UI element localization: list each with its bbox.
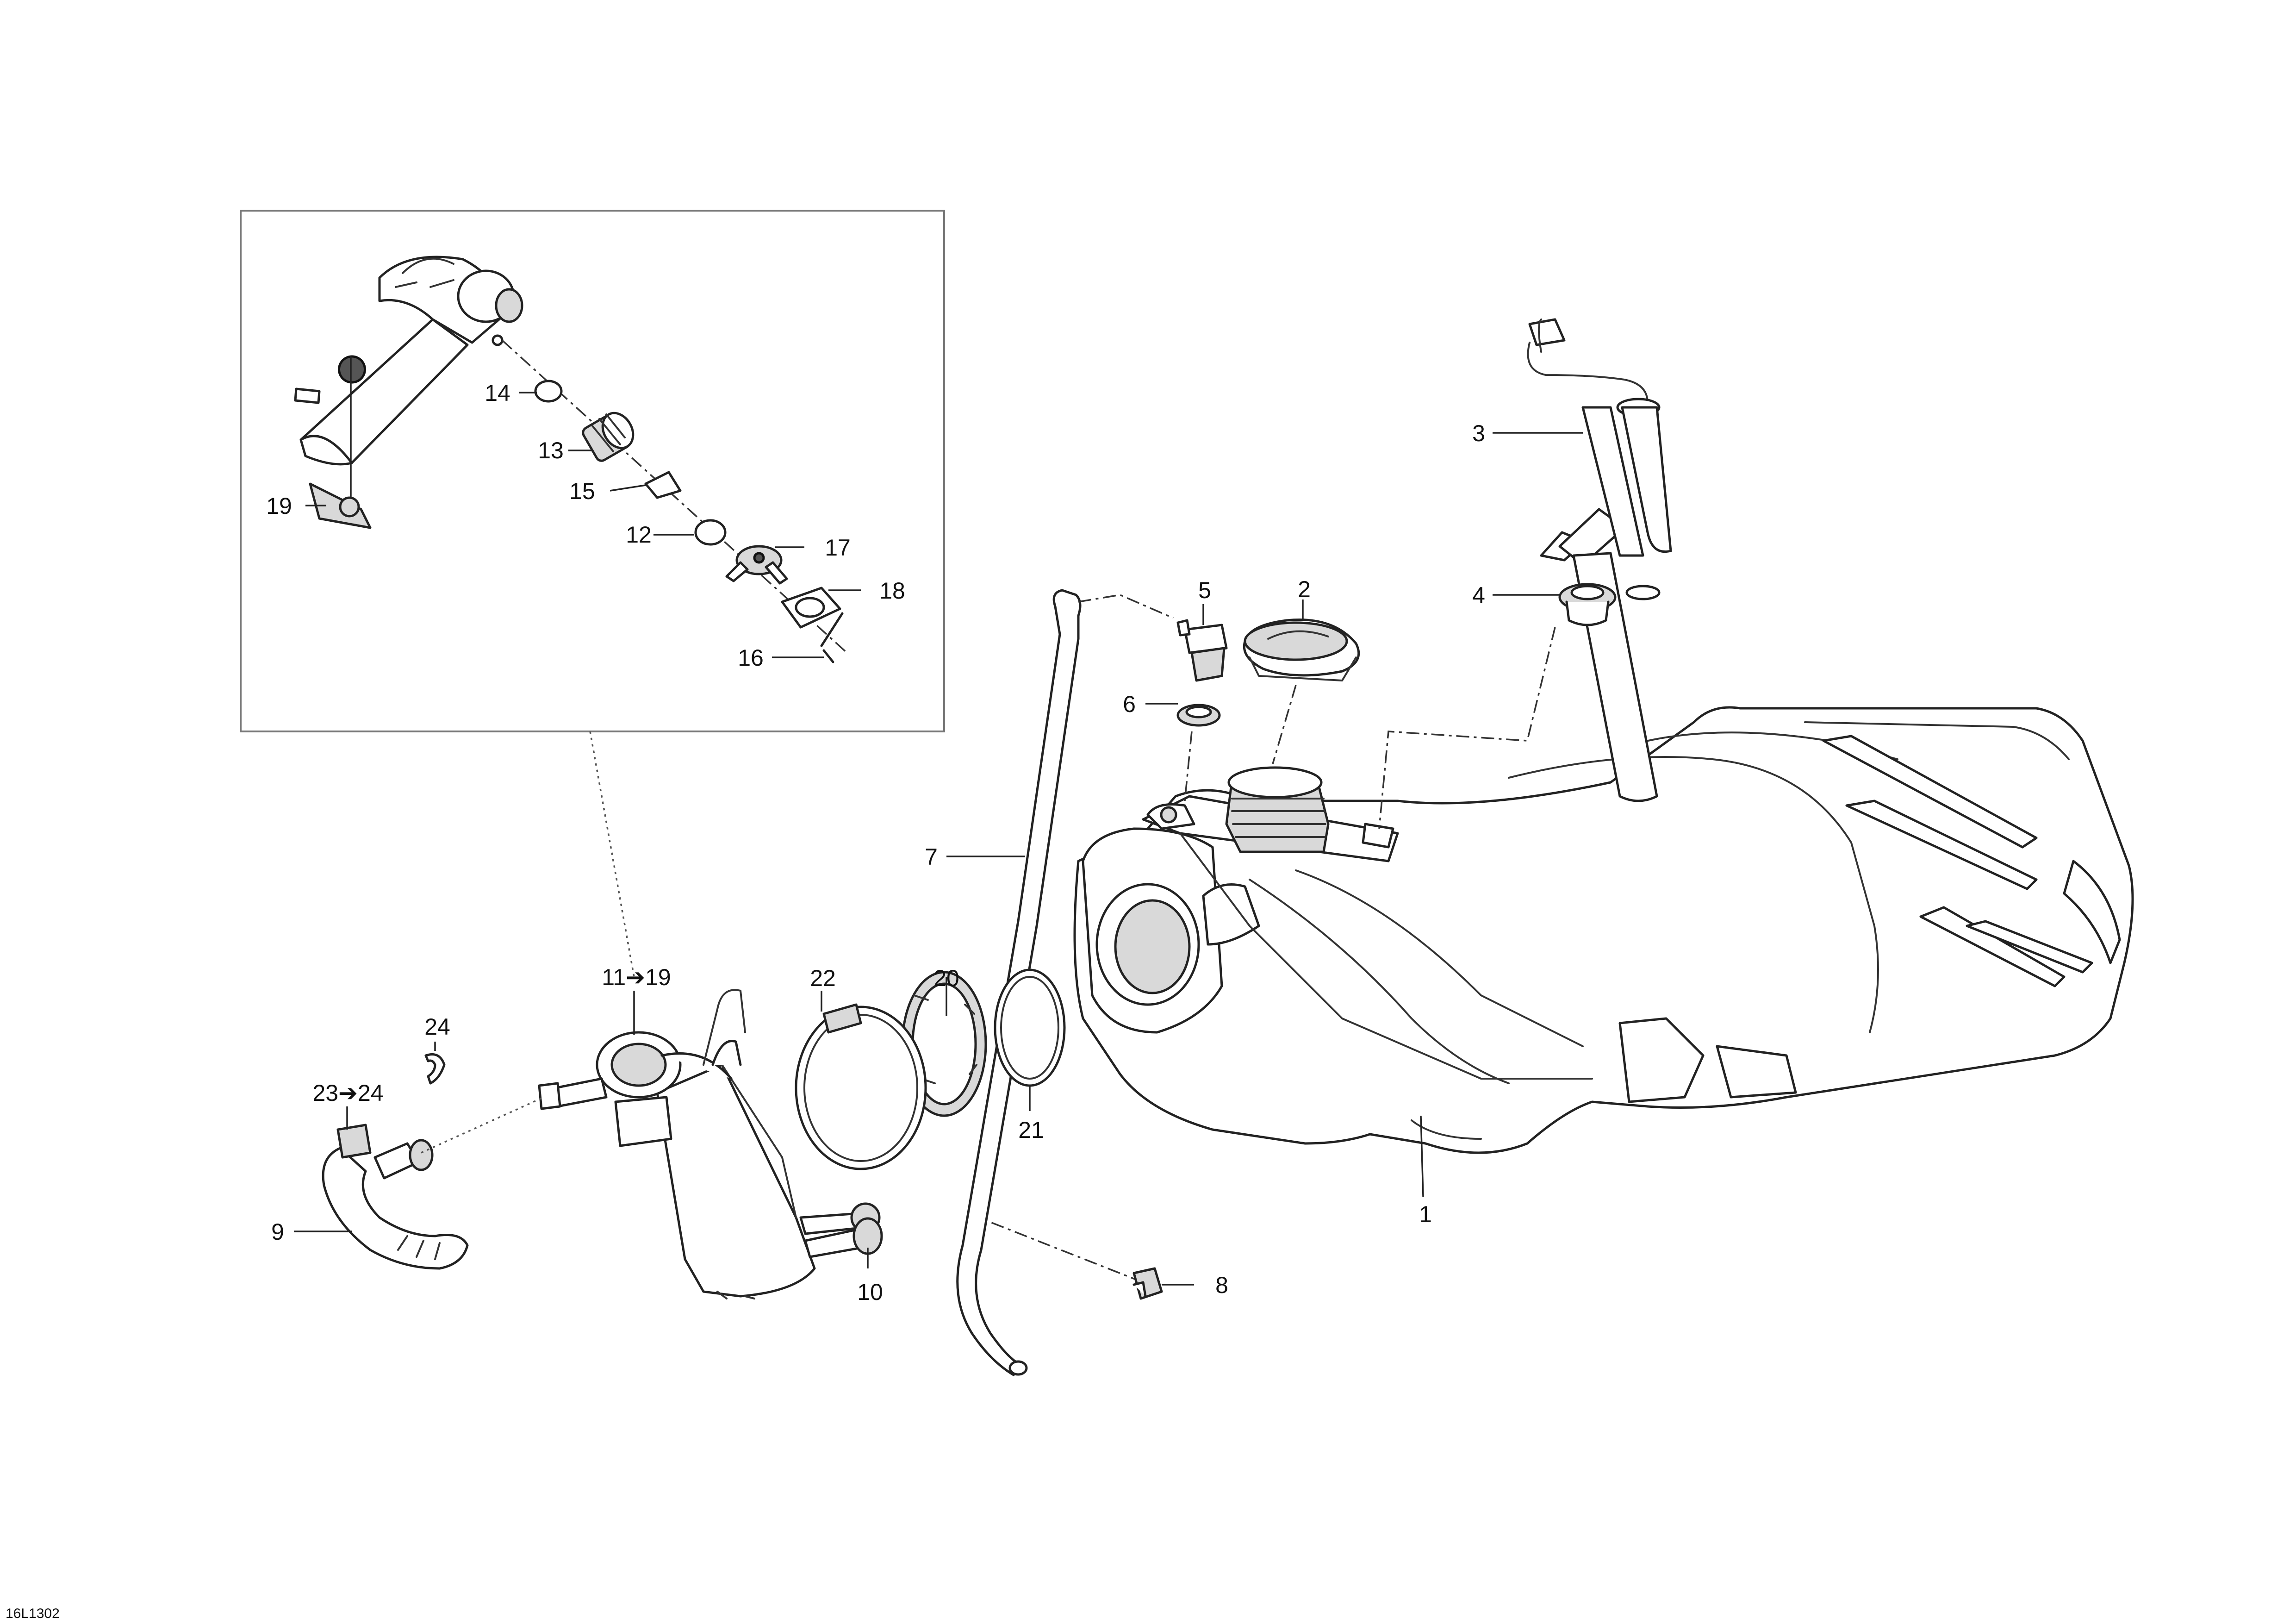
figure-reference: 16L1302 (6, 1606, 60, 1621)
callout-11-19: 11➔19 (602, 964, 671, 990)
part-3-level-sender (1527, 318, 1672, 802)
callout-20: 20 (933, 965, 959, 991)
part-24-clip (424, 1053, 446, 1085)
callout-4: 4 (1472, 582, 1485, 608)
part-6-grommet (1176, 704, 1221, 727)
callout-1: 1 (1419, 1201, 1432, 1227)
callout-18: 18 (879, 578, 905, 604)
callout-9: 9 (271, 1219, 284, 1245)
part-5-6-assembly-axis (1184, 731, 1193, 801)
inset-part-13-filter (582, 412, 635, 462)
part-5-vent-valve (1176, 619, 1228, 682)
inset-link-line (589, 731, 635, 977)
callout-14: 14 (485, 380, 510, 406)
part-1-fuel-tank (1073, 706, 2134, 1154)
inset-part-14-o-ring (534, 380, 563, 403)
inset-part-17-valve (725, 545, 788, 585)
inset-pump-housing (294, 256, 523, 466)
callout-6: 6 (1123, 691, 1136, 717)
part-9-outlet-hose (322, 1124, 469, 1270)
callout-5: 5 (1198, 577, 1211, 603)
callout-19: 19 (266, 493, 292, 519)
part-2-assembly-axis (1272, 685, 1297, 764)
callout-2: 2 (1298, 576, 1311, 602)
part-9-11-assembly-axis (421, 1096, 544, 1154)
inset-part-18-gasket (781, 587, 844, 647)
part-2-fuel-cap (1243, 618, 1360, 681)
callout-16: 16 (738, 645, 764, 671)
callout-21: 21 (1018, 1117, 1044, 1143)
callout-10: 10 (857, 1279, 883, 1305)
callout-15: 15 (569, 478, 595, 504)
callout-17: 17 (825, 535, 851, 561)
part-4-grommet (1558, 583, 1617, 626)
part-8-assembly-axis (990, 1221, 1144, 1283)
inset-part-16-screw (822, 649, 834, 663)
callout-24: 24 (424, 1014, 450, 1040)
part-8-clip (1132, 1267, 1163, 1300)
inset-part-19-grommet (309, 356, 372, 529)
callout-3: 3 (1472, 420, 1485, 446)
callout-8: 8 (1215, 1272, 1228, 1298)
leader-lines (294, 432, 1583, 1286)
part-22-hose-clamp (795, 1003, 927, 1170)
part-7-upper-axis (1078, 594, 1174, 619)
callout-23-24: 23➔24 (312, 1080, 383, 1106)
part-21-o-ring (994, 968, 1066, 1087)
callout-labels: 1 2 3 4 5 6 7 8 9 10 11➔19 12 13 14 15 1… (266, 380, 1485, 1305)
callout-12: 12 (626, 522, 652, 548)
inset-part-15-seal (644, 471, 682, 499)
inset-part-12-o-ring (694, 519, 727, 546)
callout-13: 13 (538, 437, 564, 463)
callout-7: 7 (925, 844, 938, 870)
callout-22: 22 (810, 965, 836, 991)
pump-detail-inset-frame (240, 210, 945, 732)
part-3-4-assembly-axis (1378, 627, 1556, 829)
